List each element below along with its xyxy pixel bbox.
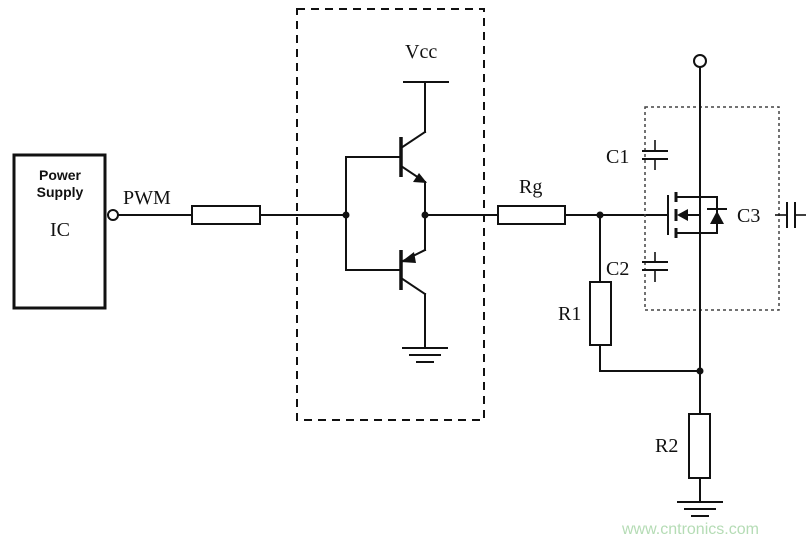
pwm-label: PWM xyxy=(123,187,171,209)
c2-label: C2 xyxy=(606,258,629,280)
ic-box xyxy=(12,153,107,310)
r2-label: R2 xyxy=(655,435,678,457)
c3-label: C3 xyxy=(737,205,760,227)
capacitor-c3 xyxy=(775,202,806,228)
parasitic-capacitance-box xyxy=(644,106,780,311)
watermark: www.cntronics.com xyxy=(621,521,759,538)
ground-symbol xyxy=(402,347,448,363)
ic-name: IC xyxy=(50,219,70,241)
c1-label: C1 xyxy=(606,146,629,168)
gate-resistor-rg xyxy=(497,205,566,225)
resistor-r2 xyxy=(688,413,711,479)
ic-title-line2: Supply xyxy=(37,184,84,200)
resistor-r1 xyxy=(589,281,612,346)
r1-label: R1 xyxy=(558,303,581,325)
capacitor-c2 xyxy=(642,252,668,282)
vcc-label: Vcc xyxy=(405,41,437,63)
pwm-terminal xyxy=(107,209,119,221)
ic-title-line1: Power xyxy=(39,167,82,183)
pnp-transistor xyxy=(399,248,427,296)
npn-transistor xyxy=(399,130,427,184)
input-resistor xyxy=(191,205,261,225)
power-supply-ic: Power Supply IC xyxy=(12,153,107,310)
rg-label: Rg xyxy=(519,176,542,198)
ground-symbol xyxy=(677,501,723,517)
drain-terminal xyxy=(693,54,707,68)
capacitor-c1 xyxy=(642,140,668,170)
mosfet xyxy=(667,191,727,372)
